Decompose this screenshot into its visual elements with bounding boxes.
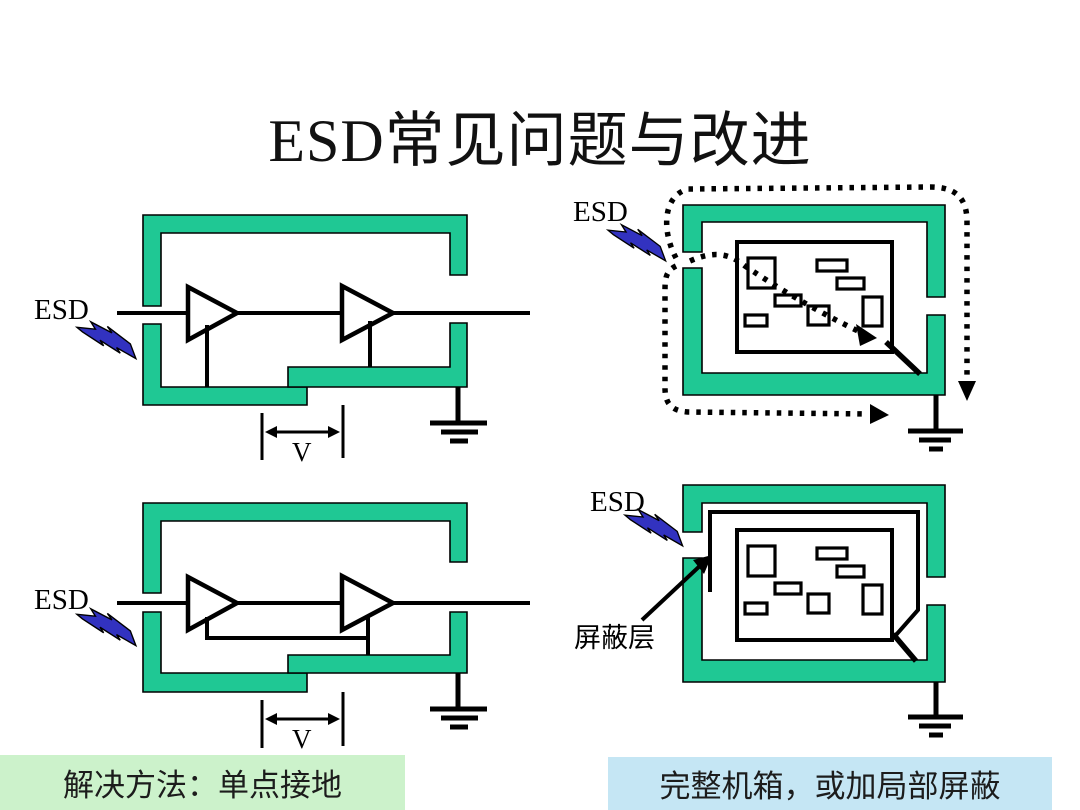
single-point-ground-wire xyxy=(205,617,368,640)
seam-voltage-dimension xyxy=(260,692,345,748)
chassis-top-left-wall xyxy=(142,214,468,307)
earth-ground-icon xyxy=(908,395,963,452)
esd-lightning-icon xyxy=(622,508,684,548)
chassis-bottom-left-segment xyxy=(142,323,308,406)
diagram-local-shield-chassis xyxy=(622,484,963,738)
esd-label: ESD xyxy=(573,196,628,228)
esd-lightning-icon xyxy=(605,223,667,263)
caption-complete-chassis-local-shield: 完整机箱，或加局部屏蔽 xyxy=(608,757,1052,810)
dotted-current-path-lower xyxy=(662,263,889,424)
seam-voltage-label: V xyxy=(292,724,312,754)
diagram-split-ground-chassis xyxy=(74,214,530,460)
seam-voltage-label: V xyxy=(292,437,312,467)
chassis-bottom-wall xyxy=(682,557,946,683)
pcb-chassis-bond-wire xyxy=(884,339,922,377)
amplifier-triangle-icon xyxy=(339,282,398,344)
earth-ground-icon xyxy=(908,682,963,738)
dotted-current-path-through-pcb xyxy=(688,251,877,346)
seam-voltage-dimension xyxy=(260,405,345,460)
esd-label: ESD xyxy=(590,486,645,518)
pcb-components xyxy=(743,544,884,616)
shield-chassis-bond-wire xyxy=(890,632,919,663)
page-title: ESD常见问题与改进 xyxy=(268,108,812,174)
chassis-bottom-wall xyxy=(682,267,946,396)
esd-lightning-icon xyxy=(74,320,138,361)
esd-label: ESD xyxy=(34,584,89,616)
esd-label: ESD xyxy=(34,294,89,326)
amplifier-triangle-icon xyxy=(185,283,242,344)
chassis-top-wall xyxy=(682,204,946,298)
chassis-top-left-wall xyxy=(142,502,468,594)
shield-layer-label: 屏蔽层 xyxy=(574,623,655,653)
dotted-current-path-outer xyxy=(663,184,976,401)
inner-shield-outline xyxy=(708,510,920,637)
shield-label-arrow xyxy=(640,555,712,622)
chassis-bottom-left-segment xyxy=(142,611,308,693)
chassis-top-wall xyxy=(682,484,946,578)
diagram-slotted-chassis-esd-path xyxy=(605,184,976,452)
earth-ground-icon xyxy=(430,387,487,444)
diagram-single-point-ground-chassis xyxy=(74,502,530,748)
earth-ground-icon xyxy=(430,673,487,730)
amplifier-triangle-icon xyxy=(185,573,242,634)
esd-lightning-icon xyxy=(74,607,138,648)
chassis-bottom-right-segment xyxy=(287,322,468,388)
chassis-bottom-right-segment xyxy=(287,611,468,674)
caption-solution-single-point-ground: 解决方法：单点接地 xyxy=(0,755,405,810)
